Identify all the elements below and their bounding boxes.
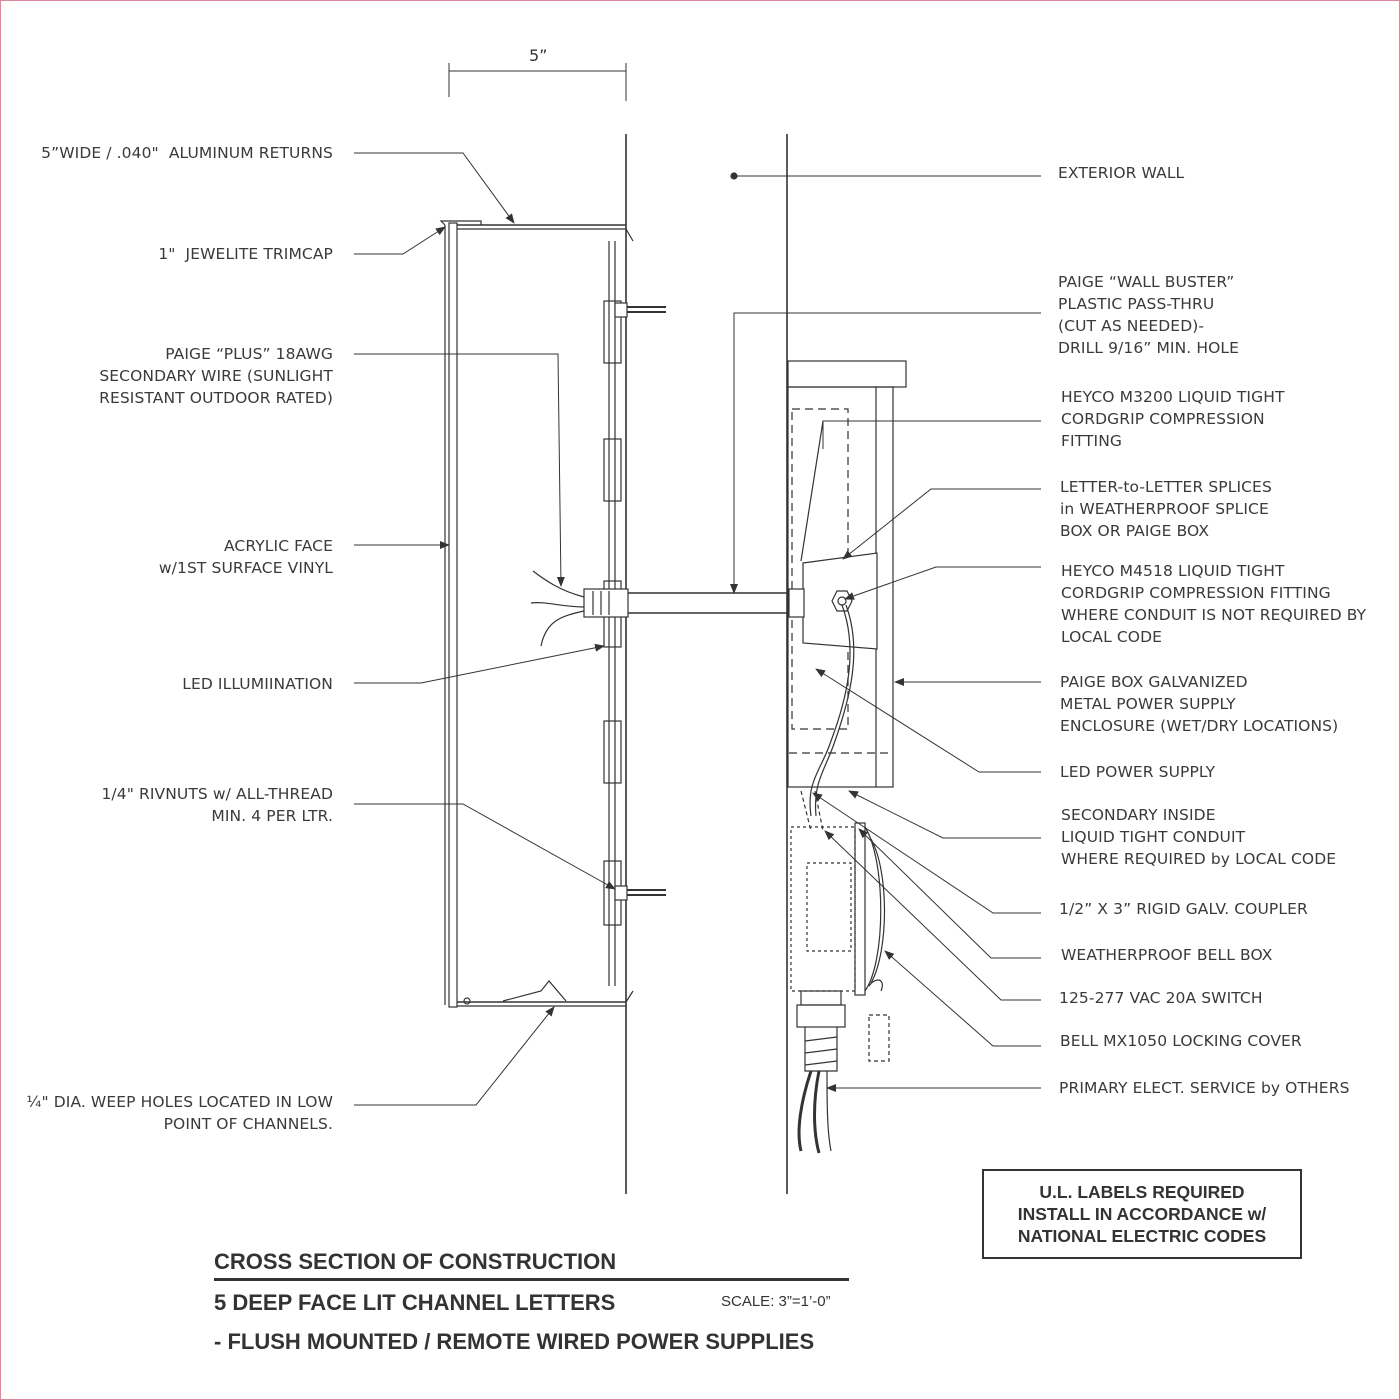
dimension-label: 5” bbox=[529, 46, 548, 65]
label-rivnuts: 1/4" RIVNUTS w/ ALL-THREAD MIN. 4 PER LT… bbox=[101, 785, 333, 825]
ul-notice-box: U.L. LABELS REQUIRED INSTALL IN ACCORDAN… bbox=[982, 1169, 1302, 1259]
label-switch: 125-277 VAC 20A SWITCH bbox=[1059, 989, 1263, 1007]
label-heyco-m3200: HEYCO M3200 LIQUID TIGHT CORDGRIP COMPRE… bbox=[1061, 388, 1285, 450]
title-rule bbox=[214, 1278, 849, 1281]
label-paige-box: PAIGE BOX GALVANIZED METAL POWER SUPPLY … bbox=[1060, 673, 1339, 735]
label-acrylic-face: ACRYLIC FACE w/1ST SURFACE VINYL bbox=[158, 537, 333, 577]
label-splices: LETTER-to-LETTER SPLICES in WEATHERPROOF… bbox=[1060, 478, 1272, 540]
label-heyco-m4518: HEYCO M4518 LIQUID TIGHT CORDGRIP COMPRE… bbox=[1061, 562, 1367, 646]
exterior-wall bbox=[730, 134, 788, 1194]
title-line-2: 5 DEEP FACE LIT CHANNEL LETTERS bbox=[214, 1290, 616, 1315]
ul-notice-line1: U.L. LABELS REQUIRED bbox=[1039, 1182, 1245, 1202]
ul-notice-line3: NATIONAL ELECTRIC CODES bbox=[1017, 1226, 1267, 1246]
label-jewelite-trimcap: 1" JEWELITE TRIMCAP bbox=[158, 245, 333, 263]
dimension-line bbox=[448, 63, 627, 101]
label-led-illumination: LED ILLUMIINATION bbox=[182, 675, 333, 693]
ul-notice-line2: INSTALL IN ACCORDANCE w/ bbox=[1017, 1204, 1267, 1224]
label-coupler: 1/2” X 3” RIGID GALV. COUPLER bbox=[1059, 900, 1308, 918]
label-bell-box: WEATHERPROOF BELL BOX bbox=[1061, 946, 1273, 964]
title-line-1: CROSS SECTION OF CONSTRUCTION bbox=[214, 1249, 617, 1274]
label-led-power-supply: LED POWER SUPPLY bbox=[1060, 763, 1216, 781]
scale-label: SCALE: 3”=1’-0” bbox=[721, 1293, 831, 1310]
leader-lines-left bbox=[354, 152, 616, 1106]
label-aluminum-returns: 5”WIDE / .040" ALUMINUM RETURNS bbox=[41, 144, 333, 162]
label-exterior-wall: EXTERIOR WALL bbox=[1058, 164, 1185, 182]
title-line-3: - FLUSH MOUNTED / REMOTE WIRED POWER SUP… bbox=[214, 1329, 815, 1354]
label-secondary-wire: PAIGE “PLUS” 18AWG SECONDARY WIRE (SUNLI… bbox=[99, 345, 333, 407]
paige-box-enclosure bbox=[787, 360, 907, 817]
label-primary-service: PRIMARY ELECT. SERVICE by OTHERS bbox=[1059, 1079, 1350, 1097]
bell-box-assembly bbox=[790, 790, 890, 1154]
label-wall-buster: PAIGE “WALL BUSTER” PLASTIC PASS-THRU (C… bbox=[1058, 273, 1240, 357]
label-locking-cover: BELL MX1050 LOCKING COVER bbox=[1060, 1032, 1302, 1050]
label-weep-holes: ¼" DIA. WEEP HOLES LOCATED IN LOW POINT … bbox=[26, 1093, 333, 1133]
pass-thru-and-wire bbox=[530, 570, 787, 647]
channel-letter-section bbox=[439, 134, 666, 1194]
label-secondary-conduit: SECONDARY INSIDE LIQUID TIGHT CONDUIT WH… bbox=[1061, 806, 1337, 868]
leader-lines-right bbox=[730, 175, 1041, 1092]
